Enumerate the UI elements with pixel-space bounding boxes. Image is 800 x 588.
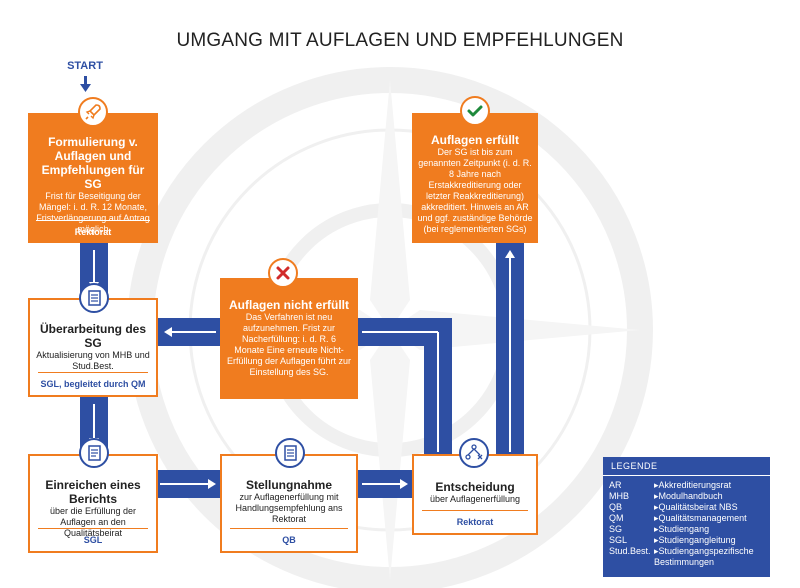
legend-entry: AR Akkreditierungsrat bbox=[609, 480, 764, 491]
legend-abbr: QM bbox=[609, 513, 624, 523]
box-nicht-erfuellt-text: Das Verfahren ist neu aufzunehmen. Frist… bbox=[226, 312, 352, 377]
legend-entry: QB Qualitätsbeirat NBS bbox=[609, 502, 764, 513]
box-erfuellt-heading: Auflagen erfüllt bbox=[430, 133, 519, 147]
page-title: UMGANG MIT AUFLAGEN UND EMPFEHLUNGEN bbox=[176, 30, 624, 51]
box-ueberarbeitung: Überarbeitung des SG Aktualisierung von … bbox=[28, 298, 158, 397]
legend-entry: QM Qualitätsmanagement bbox=[609, 513, 764, 524]
legend-entry: MHB Modulhandbuch bbox=[609, 491, 764, 502]
box-einreichen-text: über die Erfüllung der Auflagen an den Q… bbox=[49, 506, 137, 538]
legend-entry: Stud.Best.Studiengangspezifische Bestimm… bbox=[609, 546, 764, 568]
box-formulierung: Formulierung v. Auflagen und Empfehlunge… bbox=[28, 113, 158, 243]
box-ueberarbeitung-text: Aktualisierung von MHB und Stud.Best. bbox=[36, 350, 150, 371]
box-formulierung-text: Frist für Beseitigung der Mängel: i. d. … bbox=[36, 191, 150, 234]
legend-meaning: Studiengang bbox=[654, 524, 764, 535]
box-stellungnahme-text: zur Auflagenerfüllung mit Handlungsempfe… bbox=[235, 492, 343, 524]
box-stellungnahme-responsible: QB bbox=[230, 528, 348, 545]
report-icon bbox=[79, 438, 109, 468]
legend-abbr: AR bbox=[609, 480, 622, 490]
box-ueberarbeitung-responsible: SGL, begleitet durch QM bbox=[38, 372, 148, 389]
box-stellungnahme-heading: Stellungnahme bbox=[245, 478, 332, 492]
legend-abbr: Stud.Best. bbox=[609, 546, 651, 556]
legend-abbr: SG bbox=[609, 524, 623, 534]
legend-abbr: MHB bbox=[609, 491, 629, 501]
legend-meaning: Qualitätsmanagement bbox=[654, 513, 764, 524]
box-einreichen: Einreichen eines Berichts über die Erfül… bbox=[28, 454, 158, 553]
legend-meaning: Modulhandbuch bbox=[654, 491, 764, 502]
legend-title: LEGENDE bbox=[603, 457, 770, 476]
checkmark-icon bbox=[460, 96, 490, 126]
start-label: START bbox=[67, 60, 103, 72]
box-formulierung-responsible: Rektorat bbox=[36, 220, 150, 237]
legend-meaning: Studiengangleitung bbox=[654, 535, 764, 546]
box-einreichen-responsible: SGL bbox=[38, 528, 148, 545]
decision-flow-icon bbox=[459, 438, 489, 468]
legend-entry: SG Studiengang bbox=[609, 524, 764, 535]
legend-entry: SGL Studiengangleitung bbox=[609, 535, 764, 546]
cross-icon bbox=[268, 258, 298, 288]
rocket-icon bbox=[78, 97, 108, 127]
box-formulierung-heading: Formulierung v. Auflagen und Empfehlunge… bbox=[41, 135, 145, 191]
document-icon bbox=[79, 283, 109, 313]
legend-meaning: Studiengangspezifische Bestimmungen bbox=[654, 546, 764, 568]
box-entscheidung-text: über Auflagenerfüllung bbox=[429, 494, 521, 504]
box-stellungnahme: Stellungnahme zur Auflagenerfüllung mit … bbox=[220, 454, 358, 553]
flow-arrows bbox=[89, 250, 515, 489]
box-erfuellt-text: Der SG ist bis zum genannten Zeitpunkt (… bbox=[417, 147, 533, 234]
box-ueberarbeitung-heading: Überarbeitung des SG bbox=[39, 322, 147, 350]
box-erfuellt: Auflagen erfüllt Der SG ist bis zum gena… bbox=[412, 113, 538, 243]
box-entscheidung-responsible: Rektorat bbox=[422, 510, 528, 527]
legend-meaning: Akkreditierungsrat bbox=[654, 480, 764, 491]
box-nicht-erfuellt-heading: Auflagen nicht erfüllt bbox=[229, 298, 349, 312]
box-nicht-erfuellt: Auflagen nicht erfüllt Das Verfahren ist… bbox=[220, 278, 358, 399]
legend-abbr: QB bbox=[609, 502, 623, 512]
legend-abbr: SGL bbox=[609, 535, 628, 545]
box-einreichen-heading: Einreichen eines Berichts bbox=[45, 478, 141, 506]
statement-document-icon bbox=[275, 438, 305, 468]
box-entscheidung-heading: Entscheidung bbox=[435, 480, 515, 494]
legend-meaning: Qualitätsbeirat NBS bbox=[654, 502, 764, 513]
